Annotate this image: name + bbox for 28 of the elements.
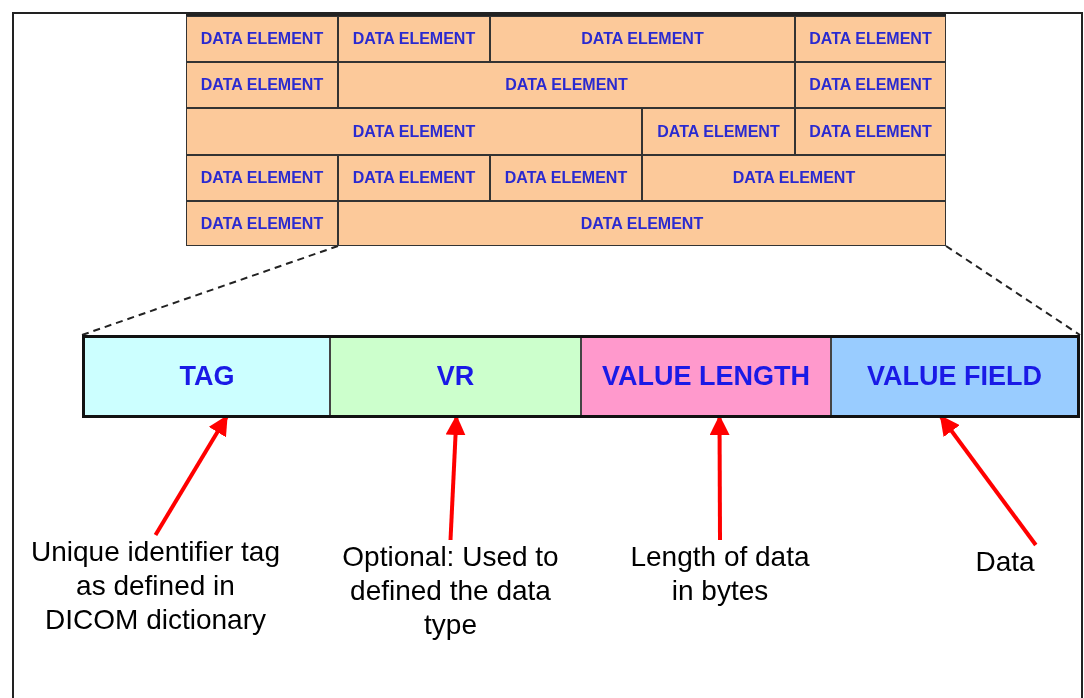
data-element-cell: DATA ELEMENT (490, 155, 642, 201)
data-element-cell: DATA ELEMENT (186, 16, 338, 62)
description-text: Unique identifier tag as defined in DICOM dictionary (28, 535, 283, 698)
data-element-cell: DATA ELEMENT (642, 155, 946, 201)
record-field: VALUE FIELD (832, 338, 1077, 415)
data-element-cell: DATA ELEMENT (186, 108, 642, 155)
data-element-cell: DATA ELEMENT (795, 108, 946, 155)
description-text: Length of data in bytes (630, 540, 810, 630)
data-set-grid (186, 14, 946, 246)
zoom-line (81, 245, 339, 336)
data-element-cell: DATA ELEMENT (186, 201, 338, 246)
data-element-cell: DATA ELEMENT (186, 62, 338, 108)
record-field: TAG (85, 338, 331, 415)
data-element-cell: DATA ELEMENT (186, 155, 338, 201)
data-element-record (82, 335, 1080, 418)
zoom-line (945, 245, 1081, 336)
data-element-cell: DATA ELEMENT (795, 62, 946, 108)
record-field: VALUE LENGTH (582, 338, 832, 415)
data-element-cell: DATA ELEMENT (795, 16, 946, 62)
data-element-cell: DATA ELEMENT (642, 108, 795, 155)
data-element-cell: DATA ELEMENT (338, 62, 795, 108)
data-element-cell: DATA ELEMENT (338, 155, 490, 201)
description-text: Data (950, 545, 1060, 585)
data-element-cell: DATA ELEMENT (338, 201, 946, 246)
description-text: Optional: Used to defined the data type (328, 540, 573, 670)
data-element-cell: DATA ELEMENT (338, 16, 490, 62)
data-element-cell: DATA ELEMENT (490, 16, 795, 62)
record-field: VR (331, 338, 582, 415)
